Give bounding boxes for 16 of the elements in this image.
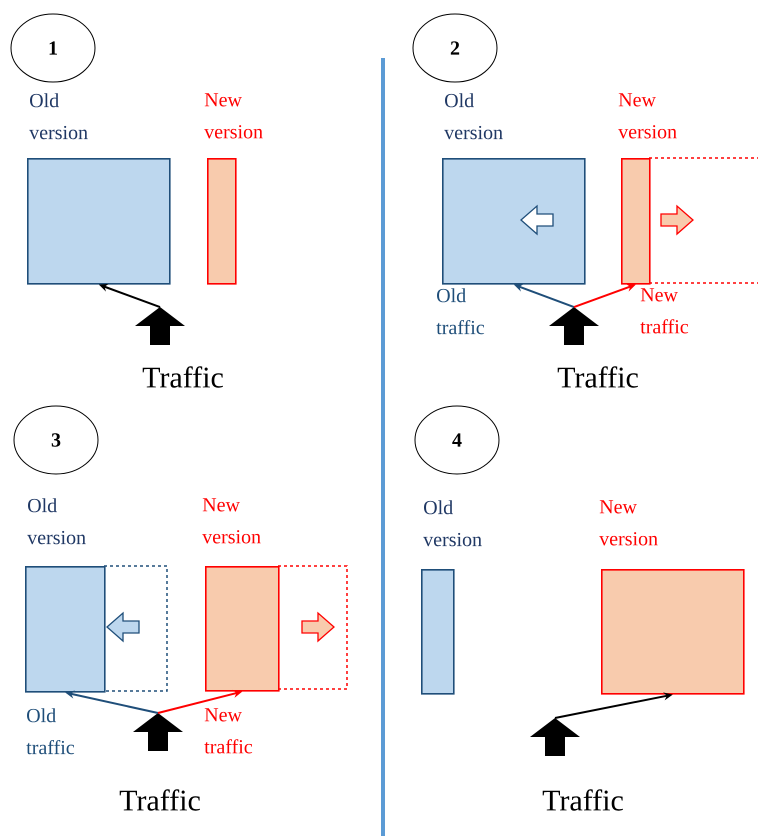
traffic-label: Traffic [558,366,638,388]
version-label: Old version [423,500,482,546]
version-label: Old version [444,93,503,140]
version-label: New version [618,93,677,138]
version-label: New version [204,93,263,138]
edge-label: New traffic [204,708,252,754]
traffic-label: Traffic [142,366,223,388]
version-label: New version [202,498,261,544]
version-label: New version [599,500,658,546]
edge-label: Old traffic [26,708,74,754]
edge-label: New traffic [640,288,688,334]
traffic-label: Traffic [542,789,623,811]
traffic-label: Traffic [120,789,200,811]
edge-label: Old traffic [436,288,484,334]
version-label: Old version [27,498,86,544]
version-label: Old version [29,93,88,140]
